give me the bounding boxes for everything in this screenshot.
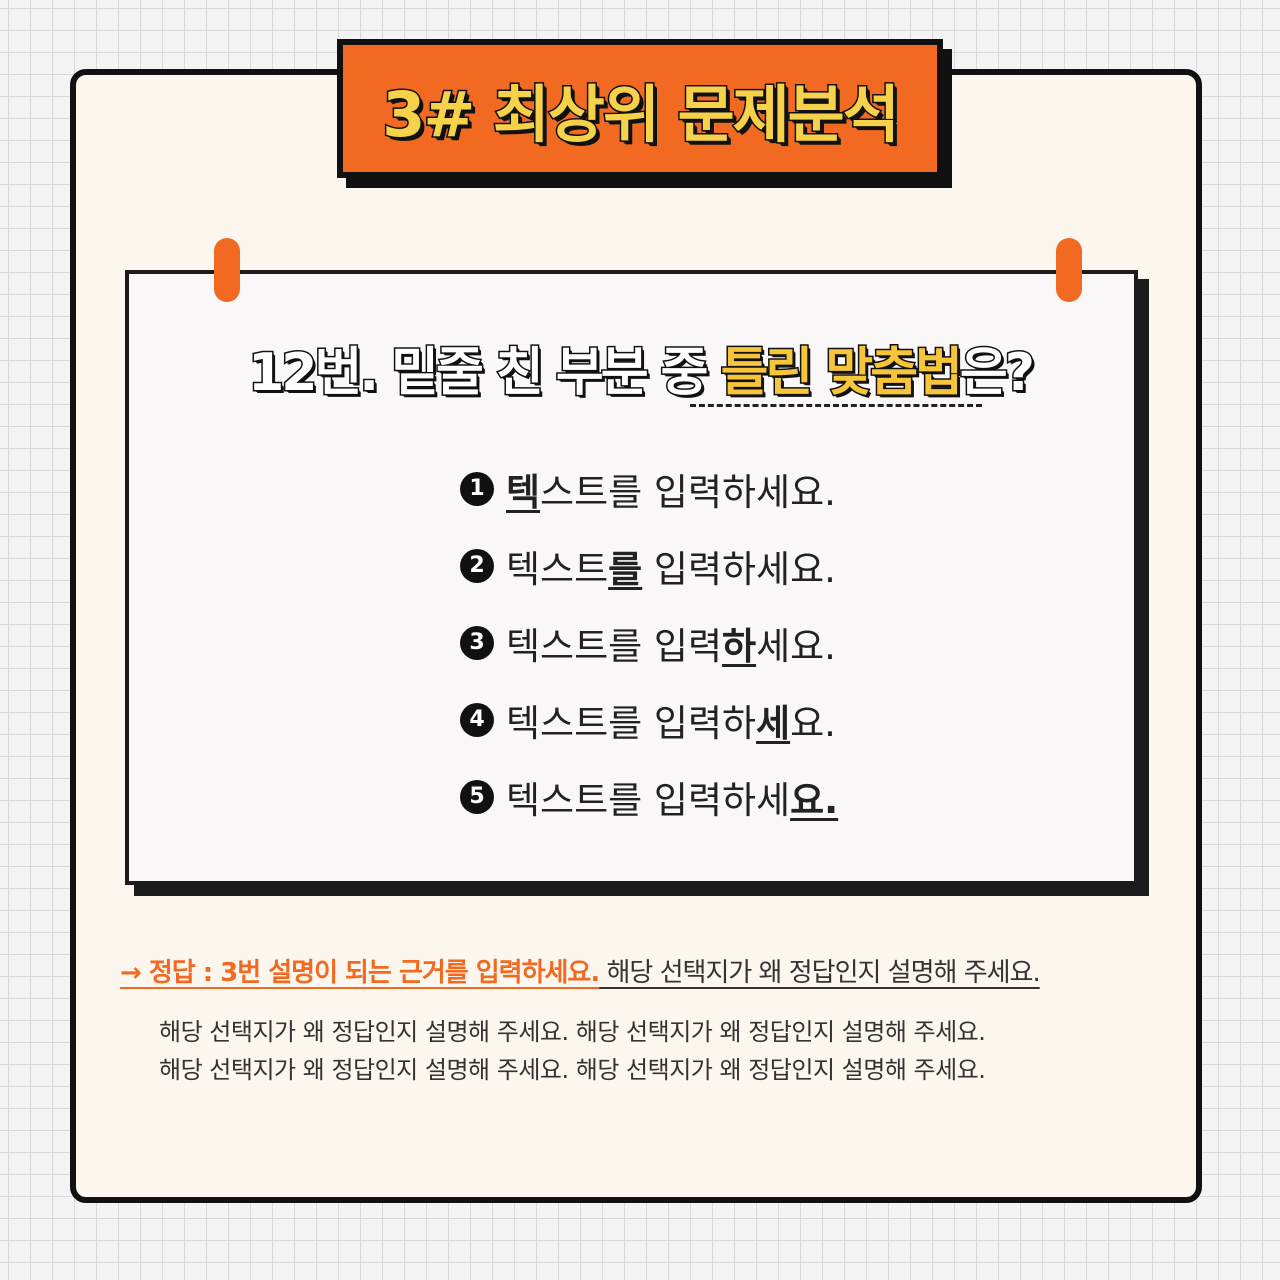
answer-line: → 정답 : 3번 설명이 되는 근거를 입력하세요. 해당 선택지가 왜 정답… bbox=[120, 952, 1170, 989]
pin-left bbox=[214, 238, 240, 302]
option-text-after: 세요. bbox=[756, 624, 836, 668]
page-title: 3# 최상위 문제분석 bbox=[381, 76, 902, 152]
title-badge: 3# 최상위 문제분석 bbox=[337, 39, 943, 178]
option-text-after: 스트를 입력하세요. bbox=[540, 470, 836, 514]
option-number: 1 bbox=[460, 471, 494, 506]
option-text-before: 텍스트 bbox=[506, 547, 609, 591]
question-suffix: 은? bbox=[958, 342, 1036, 405]
option-underlined: 세 bbox=[756, 701, 791, 745]
option-text: 텍스트를 입력하세요. bbox=[506, 693, 836, 747]
question-highlight: 틀린 맞춤법 bbox=[719, 342, 964, 405]
option-underlined: 텍 bbox=[506, 470, 541, 514]
option-underlined: 하 bbox=[722, 624, 757, 668]
option-text: 텍스트를 입력하세요. bbox=[506, 616, 836, 670]
option-number: 4 bbox=[460, 702, 494, 737]
option-text-before: 텍스트를 입력하세 bbox=[506, 778, 791, 822]
option-text-before: 텍스트를 입력하 bbox=[506, 701, 757, 745]
explanation-line: 해당 선택지가 왜 정답인지 설명해 주세요. 해당 선택지가 왜 정답인지 설… bbox=[159, 1018, 986, 1046]
option-4[interactable]: 4 텍스트를 입력하세요. bbox=[460, 681, 1100, 758]
option-text: 텍스트를 입력하세요. bbox=[506, 539, 836, 593]
question-panel bbox=[125, 270, 1138, 885]
option-underlined: 요. bbox=[790, 778, 839, 822]
option-1[interactable]: 1 텍스트를 입력하세요. bbox=[460, 450, 1100, 527]
option-text: 텍스트를 입력하세요. bbox=[506, 462, 836, 516]
explanation-line: 해당 선택지가 왜 정답인지 설명해 주세요. 해당 선택지가 왜 정답인지 설… bbox=[159, 1056, 986, 1084]
pin-right bbox=[1056, 238, 1082, 302]
option-text-before: 텍스트를 입력 bbox=[506, 624, 723, 668]
option-text: 텍스트를 입력하세요. bbox=[506, 770, 838, 824]
answer-label: → 정답 : 3번 설명이 되는 근거를 입력하세요. bbox=[120, 958, 600, 988]
option-text-after: 입력하세요. bbox=[642, 547, 836, 591]
dashed-underline bbox=[690, 404, 982, 407]
option-list: 1 텍스트를 입력하세요. 2 텍스트를 입력하세요. 3 텍스트를 입력하세요… bbox=[460, 450, 1100, 835]
option-number: 2 bbox=[460, 548, 494, 583]
option-3[interactable]: 3 텍스트를 입력하세요. bbox=[460, 604, 1100, 681]
option-5[interactable]: 5 텍스트를 입력하세요. bbox=[460, 758, 1100, 835]
answer-text: 해당 선택지가 왜 정답인지 설명해 주세요. bbox=[599, 958, 1040, 988]
option-underlined: 를 bbox=[608, 547, 643, 591]
question-prefix: 12번. 밑줄 친 부분 중 bbox=[247, 342, 721, 405]
question-title: 12번. 밑줄 친 부분 중 틀린 맞춤법은? bbox=[0, 330, 1280, 405]
option-number: 3 bbox=[460, 625, 494, 660]
explanation: 해당 선택지가 왜 정답인지 설명해 주세요. 해당 선택지가 왜 정답인지 설… bbox=[159, 1013, 1119, 1089]
option-2[interactable]: 2 텍스트를 입력하세요. bbox=[460, 527, 1100, 604]
option-text-after: 요. bbox=[790, 701, 836, 745]
option-number: 5 bbox=[460, 779, 494, 814]
